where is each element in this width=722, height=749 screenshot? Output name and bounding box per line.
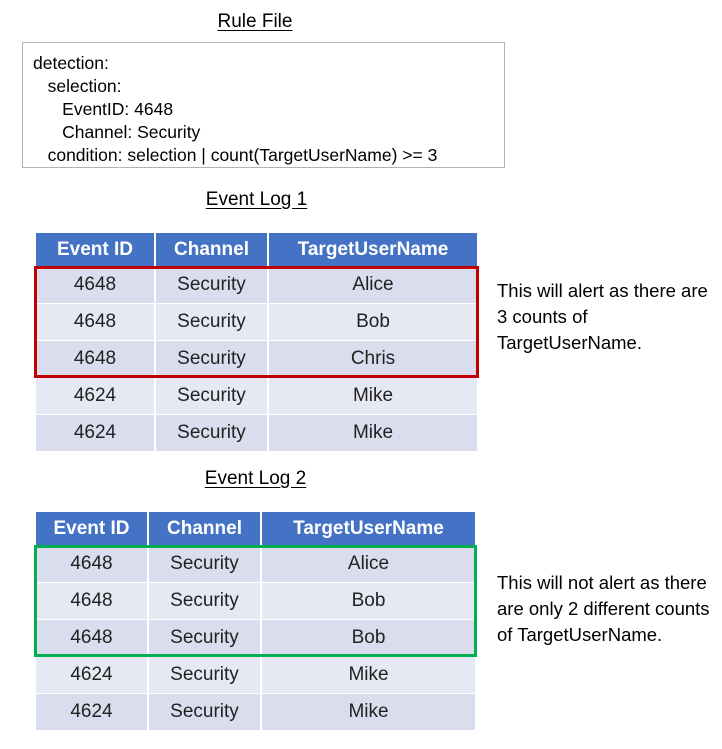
cell-channel: Security	[149, 546, 262, 583]
cell-event-id: 4648	[36, 304, 156, 341]
table-header-row: Event ID Channel TargetUserName	[36, 233, 477, 267]
cell-event-id: 4648	[36, 546, 149, 583]
column-header-channel: Channel	[156, 233, 269, 267]
cell-channel: Security	[149, 694, 262, 730]
table-row: 4624 Security Mike	[36, 415, 477, 451]
cell-event-id: 4624	[36, 415, 156, 451]
event-log-2-annotation: This will not alert as there are only 2 …	[497, 572, 710, 645]
column-header-target-user-name: TargetUserName	[262, 512, 475, 546]
rule-file-code: detection: selection: EventID: 4648 Chan…	[23, 43, 504, 167]
cell-target-user-name: Alice	[269, 267, 477, 304]
cell-target-user-name: Mike	[262, 694, 475, 730]
cell-target-user-name: Bob	[269, 304, 477, 341]
cell-channel: Security	[156, 304, 269, 341]
table-row: 4648 Security Bob	[36, 620, 475, 657]
cell-event-id: 4648	[36, 583, 149, 620]
column-header-event-id: Event ID	[36, 512, 149, 546]
column-header-event-id: Event ID	[36, 233, 156, 267]
cell-channel: Security	[156, 378, 269, 415]
cell-channel: Security	[149, 620, 262, 657]
column-header-channel: Channel	[149, 512, 262, 546]
cell-target-user-name: Chris	[269, 341, 477, 378]
rule-code-line: EventID: 4648	[33, 99, 174, 119]
table-row: 4648 Security Bob	[36, 583, 475, 620]
table-header-row: Event ID Channel TargetUserName	[36, 512, 475, 546]
column-header-target-user-name: TargetUserName	[269, 233, 477, 267]
cell-target-user-name: Mike	[269, 415, 477, 451]
cell-event-id: 4624	[36, 657, 149, 694]
cell-channel: Security	[156, 415, 269, 451]
cell-event-id: 4624	[36, 694, 149, 730]
table-row: 4648 Security Alice	[36, 267, 477, 304]
event-log-2-table: Event ID Channel TargetUserName 4648 Sec…	[36, 512, 475, 730]
rule-code-line: selection:	[33, 76, 122, 96]
table-row: 4624 Security Mike	[36, 657, 475, 694]
rule-file-box: detection: selection: EventID: 4648 Chan…	[22, 42, 505, 168]
cell-event-id: 4648	[36, 267, 156, 304]
table-row: 4624 Security Mike	[36, 378, 477, 415]
cell-channel: Security	[149, 583, 262, 620]
table-row: 4624 Security Mike	[36, 694, 475, 730]
rule-code-line: detection:	[33, 53, 109, 73]
table-row: 4648 Security Alice	[36, 546, 475, 583]
event-log-1-table: Event ID Channel TargetUserName 4648 Sec…	[36, 233, 477, 451]
cell-channel: Security	[156, 267, 269, 304]
cell-event-id: 4648	[36, 341, 156, 378]
event-log-1-title: Event Log 1	[205, 189, 308, 210]
event-log-2-title: Event Log 2	[204, 468, 307, 489]
cell-target-user-name: Bob	[262, 620, 475, 657]
event-log-1-annotation: This will alert as there are 3 counts of…	[497, 280, 708, 353]
cell-channel: Security	[156, 341, 269, 378]
cell-target-user-name: Alice	[262, 546, 475, 583]
cell-target-user-name: Mike	[269, 378, 477, 415]
rule-file-title: Rule File	[217, 11, 293, 32]
table-row: 4648 Security Chris	[36, 341, 477, 378]
cell-event-id: 4624	[36, 378, 156, 415]
cell-event-id: 4648	[36, 620, 149, 657]
cell-target-user-name: Bob	[262, 583, 475, 620]
cell-target-user-name: Mike	[262, 657, 475, 694]
table-row: 4648 Security Bob	[36, 304, 477, 341]
rule-code-line: condition: selection | count(TargetUserN…	[33, 145, 438, 165]
cell-channel: Security	[149, 657, 262, 694]
rule-code-line: Channel: Security	[33, 122, 201, 142]
